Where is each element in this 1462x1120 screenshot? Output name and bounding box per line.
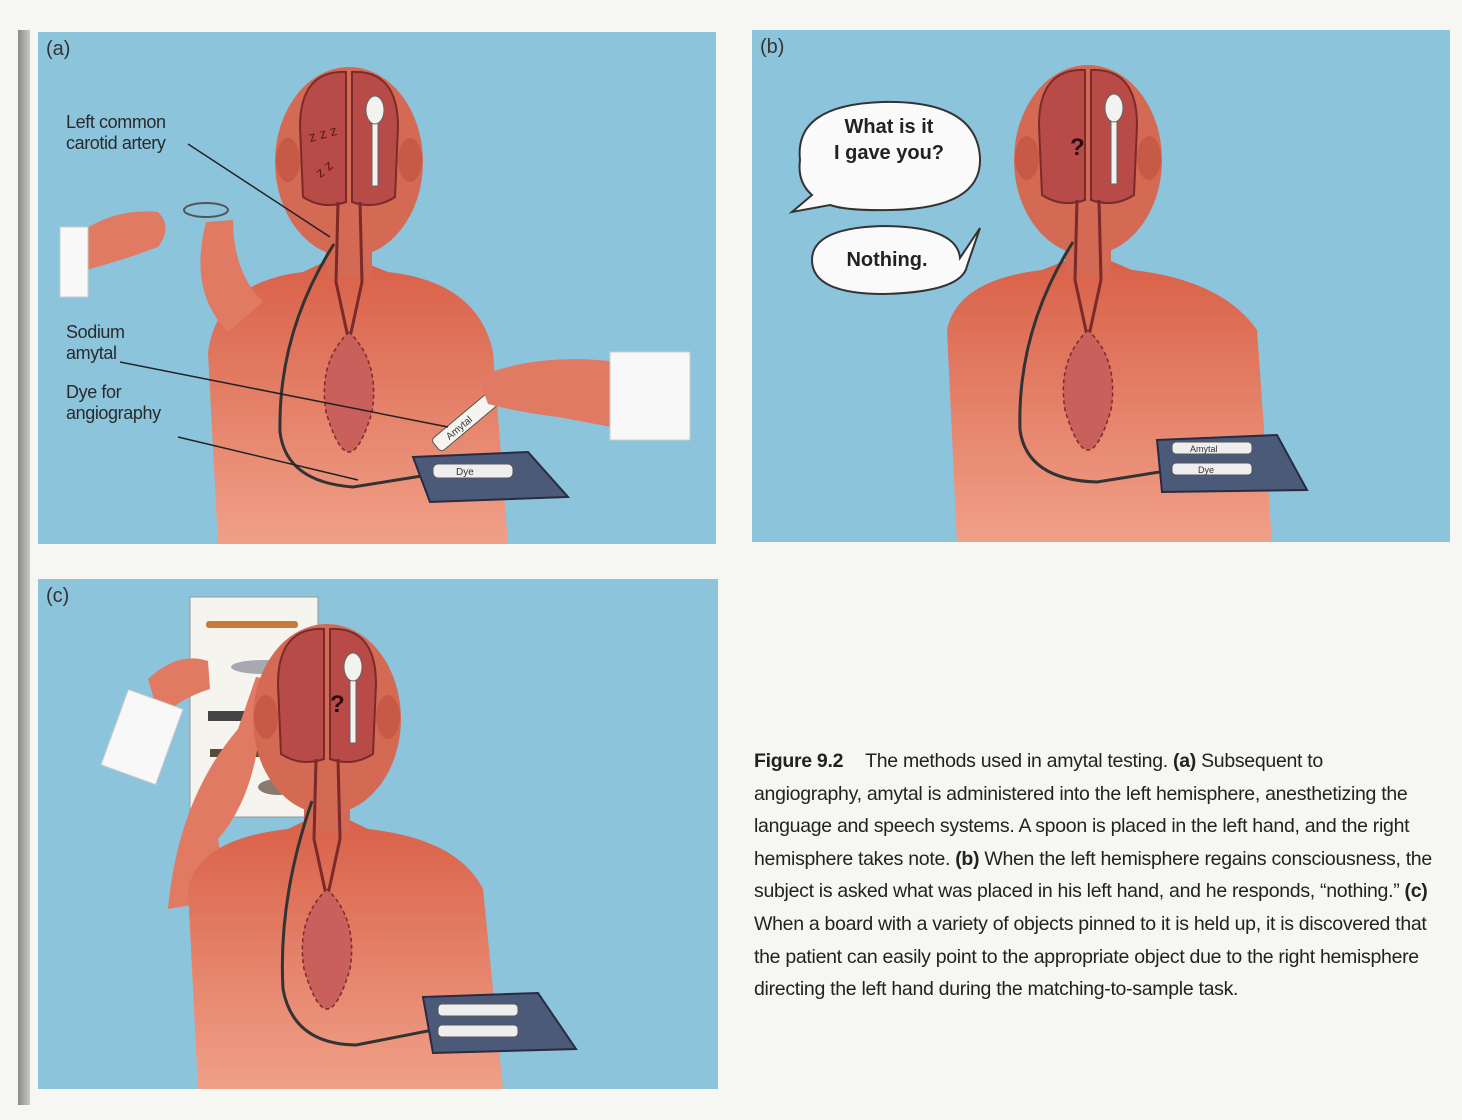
answer-bubble-text: Nothing. <box>820 247 954 273</box>
book-spine-shadow <box>18 30 30 1105</box>
panel-a-illustration: z z z z z Dye Amytal <box>38 32 716 544</box>
callout-carotid-line1: Left common <box>66 112 166 133</box>
panel-c-illustration: ? <box>38 579 718 1089</box>
callout-amytal: Sodium amytal <box>66 322 125 364</box>
tray-dye-label: Dye <box>456 467 474 478</box>
callout-dye-line1: Dye for <box>66 382 161 403</box>
caption-part-a-label: (a) <box>1173 750 1196 772</box>
question-mark: ? <box>330 691 345 718</box>
tray-dye-label: Dye <box>1198 465 1214 475</box>
question-bubble-text: What is it I gave you? <box>814 114 964 166</box>
tray-amytal-label: Amytal <box>1190 444 1218 454</box>
figure-caption: Figure 9.2 The methods used in amytal tes… <box>754 745 1434 1006</box>
callout-carotid-line2: carotid artery <box>66 133 166 154</box>
panel-c-label: (c) <box>46 585 69 608</box>
callout-dye-line2: angiography <box>66 403 161 424</box>
caption-part-b-label: (b) <box>955 848 979 870</box>
left-hemisphere <box>278 629 324 762</box>
question-mark: ? <box>1070 134 1085 161</box>
question-line1: What is it <box>814 114 964 140</box>
callout-dye: Dye for angiography <box>66 382 161 424</box>
panel-b: ? Amytal Dye (b) What is it I gave you? … <box>752 30 1450 542</box>
question-line2: I gave you? <box>814 140 964 166</box>
panel-a: z z z z z Dye Amytal <box>38 32 716 544</box>
caption-part-c-text: When a board with a variety of objects p… <box>754 913 1427 1000</box>
figure-label: Figure 9.2 <box>754 750 843 772</box>
caption-part-c-label: (c) <box>1405 880 1428 902</box>
tray <box>423 993 576 1053</box>
callout-carotid: Left common carotid artery <box>66 112 166 154</box>
callout-amytal-line2: amytal <box>66 343 125 364</box>
panel-b-label: (b) <box>760 36 784 59</box>
panel-a-label: (a) <box>46 38 70 61</box>
callout-amytal-line1: Sodium <box>66 322 125 343</box>
caption-intro: The methods used in amytal testing. <box>865 750 1168 772</box>
panel-b-illustration: ? Amytal Dye <box>752 30 1450 542</box>
panel-c: ? (c) <box>38 579 718 1089</box>
